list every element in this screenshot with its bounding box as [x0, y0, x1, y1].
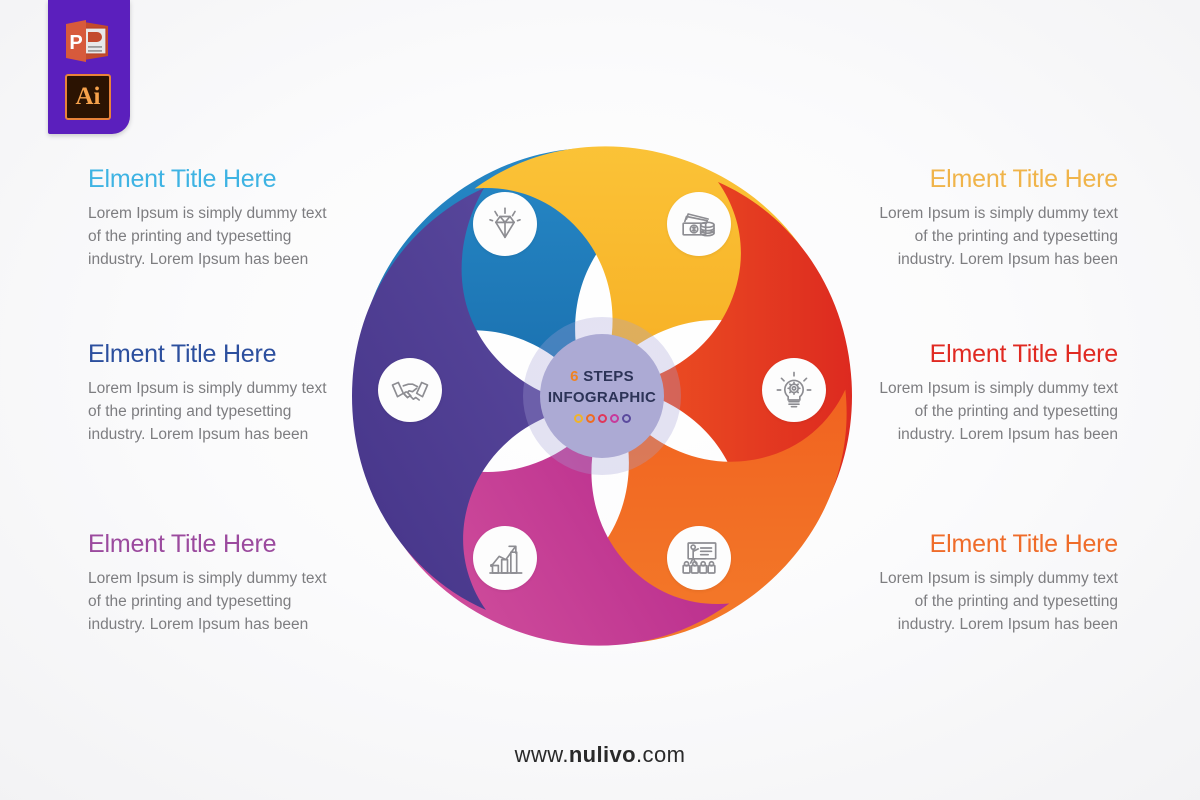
segment-title-6: Elment Title Here — [88, 340, 277, 368]
hub-dot-1 — [573, 414, 583, 423]
hub-dot-3 — [597, 414, 607, 423]
segment-text-1: Elment Title Here Lorem Ipsum is simply … — [88, 165, 333, 271]
icon-bubble-lightbulb[interactable] — [762, 358, 826, 422]
segment-title-4: Elment Title Here — [929, 530, 1119, 558]
pinwheel-diagram: 6 STEPS INFOGRAPHIC — [342, 136, 862, 656]
petal-6-handshake[interactable] — [342, 136, 771, 656]
segment-body-2: Lorem Ipsum is simply dummy text of the … — [879, 205, 1118, 268]
footer-url: www.nulivo.com — [0, 742, 1200, 768]
segment-title-1: Elment Title Here — [88, 165, 277, 193]
icon-bubble-presentation[interactable] — [667, 526, 731, 590]
segment-body-5: Lorem Ipsum is simply dummy text of the … — [88, 570, 327, 633]
format-badge: P Ai — [48, 0, 130, 134]
segment-body-1: Lorem Ipsum is simply dummy text of the … — [88, 205, 327, 268]
segment-body-3: Lorem Ipsum is simply dummy text of the … — [879, 380, 1118, 443]
hub-dot-2 — [585, 414, 595, 423]
icon-bubble-money[interactable] — [667, 192, 731, 256]
segment-text-5: Elment Title Here Lorem Ipsum is simply … — [88, 530, 333, 636]
segment-body-4: Lorem Ipsum is simply dummy text of the … — [879, 570, 1118, 633]
hub-steps-label: STEPS — [578, 368, 634, 385]
segment-title-3: Elment Title Here — [929, 340, 1119, 368]
footer-suffix: .com — [636, 742, 686, 767]
segment-title-2: Elment Title Here — [929, 165, 1119, 193]
powerpoint-icon: P — [66, 20, 108, 62]
segment-text-6: Elment Title Here Lorem Ipsum is simply … — [88, 340, 333, 446]
footer-prefix: www. — [514, 742, 569, 767]
segment-body-6: Lorem Ipsum is simply dummy text of the … — [88, 380, 327, 443]
segment-text-4: Elment Title Here Lorem Ipsum is simply … — [873, 530, 1118, 636]
hub-step-count: 6 — [570, 368, 579, 385]
svg-text:P: P — [69, 32, 82, 54]
illustrator-icon: Ai — [65, 74, 111, 120]
diamond-icon — [489, 207, 521, 239]
hub-dot-5 — [621, 414, 631, 423]
money-icon — [682, 213, 715, 237]
growth-chart-icon — [489, 545, 523, 574]
hub-title-line1: 6 STEPS — [570, 369, 634, 384]
petal-group — [342, 136, 852, 656]
pinwheel-svg — [342, 136, 852, 656]
segment-text-3: Elment Title Here Lorem Ipsum is simply … — [873, 340, 1118, 446]
icon-bubble-handshake[interactable] — [378, 358, 442, 422]
hub-dot-row — [573, 414, 631, 423]
segment-text-2: Elment Title Here Lorem Ipsum is simply … — [873, 165, 1118, 271]
hub-center: 6 STEPS INFOGRAPHIC — [540, 334, 664, 458]
hub-dot-4 — [609, 414, 619, 423]
segment-title-5: Elment Title Here — [88, 530, 277, 558]
footer-brand: nulivo — [568, 742, 637, 767]
hub-title-line2: INFOGRAPHIC — [547, 389, 657, 406]
handshake-icon — [391, 381, 429, 401]
icon-bubble-growth[interactable] — [473, 526, 537, 590]
presentation-icon — [682, 542, 717, 574]
lightbulb-gear-icon — [776, 371, 812, 408]
icon-bubble-diamond[interactable] — [473, 192, 537, 256]
